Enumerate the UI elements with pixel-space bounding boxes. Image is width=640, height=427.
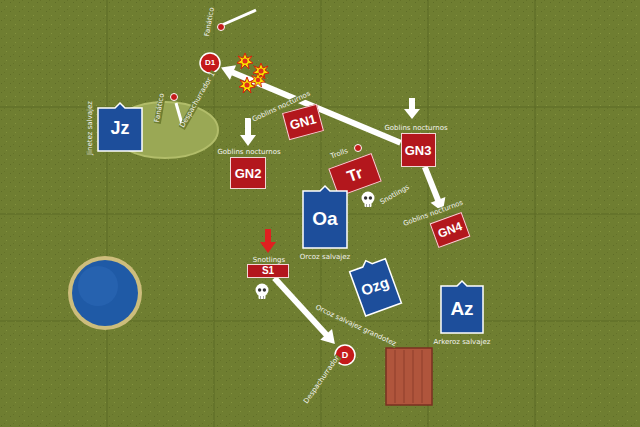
unit-block: Jinetez salvajezJz bbox=[97, 104, 143, 152]
fanatic-marker bbox=[218, 24, 225, 31]
pond-shore bbox=[68, 256, 142, 330]
unit-code: Jz bbox=[110, 119, 129, 137]
movement-arrow bbox=[425, 167, 446, 212]
unit-name: Goblins nocturnos bbox=[216, 149, 281, 156]
unit-marker bbox=[355, 145, 362, 152]
unit-code: GN2 bbox=[235, 167, 262, 180]
casualty-skull bbox=[362, 192, 375, 208]
unit-name: Orcoz salvajez bbox=[299, 254, 352, 261]
unit-code: Oa bbox=[312, 209, 337, 228]
unit-name: Jinetez salvajez bbox=[87, 100, 94, 156]
movement-arrow bbox=[260, 229, 276, 253]
arrow-head bbox=[320, 329, 335, 344]
unit-code: S1 bbox=[262, 266, 274, 276]
unit-outline bbox=[348, 254, 401, 316]
unit-block: AzArkeroz salvajez bbox=[440, 282, 484, 334]
unit-name: Goblins nocturnos bbox=[383, 125, 448, 132]
unit-code: GN1 bbox=[288, 112, 317, 131]
roof-tiles bbox=[395, 350, 422, 403]
arrow-head bbox=[221, 65, 236, 80]
unit-block: OaOrcoz salvajez bbox=[302, 187, 348, 249]
unit-name: Arkeroz salvajez bbox=[433, 339, 492, 346]
unit-outline bbox=[441, 281, 483, 333]
arrow-shaft bbox=[425, 167, 439, 201]
unit-code: GN4 bbox=[436, 220, 463, 240]
unit-code: D bbox=[342, 351, 349, 360]
fanatic-marker bbox=[171, 94, 178, 101]
unit-block: Goblins nocturnosGN2 bbox=[230, 157, 266, 189]
fanatic-path bbox=[222, 10, 256, 25]
building bbox=[386, 348, 432, 405]
unit-block: SnotlingsS1 bbox=[247, 264, 289, 278]
explosion bbox=[237, 53, 253, 69]
pond bbox=[72, 260, 138, 326]
explosion bbox=[251, 73, 265, 87]
movement-arrow bbox=[404, 98, 420, 119]
unit-code: Tr bbox=[345, 165, 365, 185]
unit-block: Goblins nocturnosGN3 bbox=[401, 133, 436, 167]
unit-outline bbox=[98, 103, 142, 151]
explosion bbox=[239, 77, 255, 93]
movement-arrow bbox=[221, 65, 401, 142]
unit-code: D1 bbox=[205, 59, 215, 67]
unit-name: Snotlings bbox=[252, 257, 286, 264]
casualty-skull bbox=[256, 284, 269, 300]
unit-code: Az bbox=[450, 299, 473, 318]
explosions bbox=[237, 53, 269, 93]
pond-highlight bbox=[78, 266, 118, 306]
unit-code: GN3 bbox=[405, 144, 432, 157]
arrow-shaft bbox=[232, 72, 400, 142]
unit-outline bbox=[303, 186, 347, 248]
